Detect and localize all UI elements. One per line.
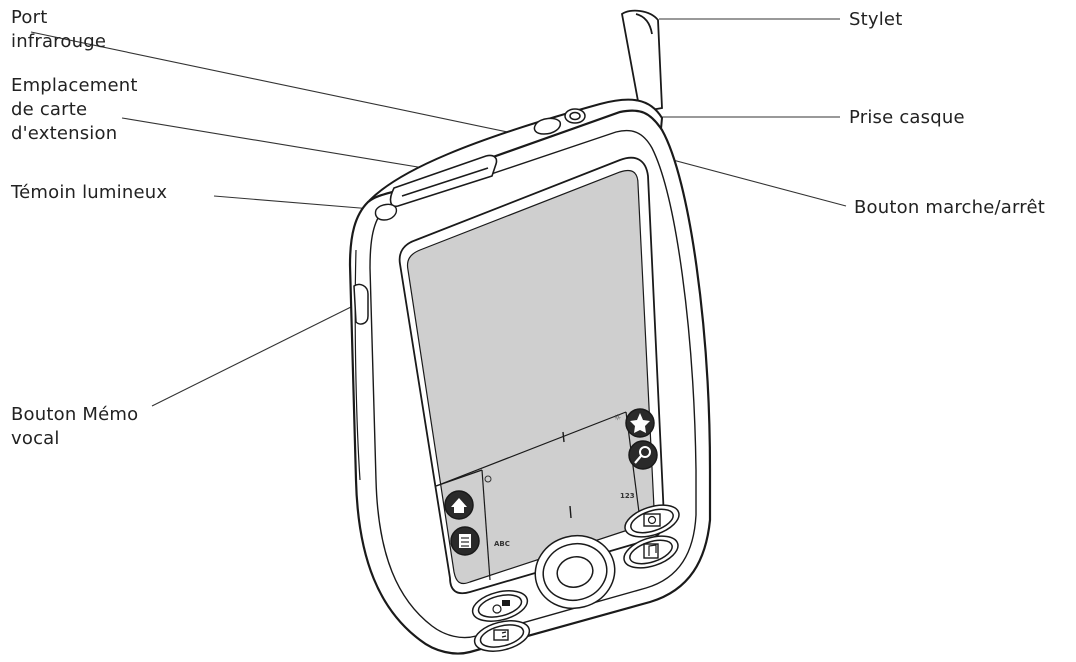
power-button-shape [533,117,562,135]
calendar-button-shape [471,590,529,622]
home-icon [444,490,474,520]
label-line: de carte [11,99,88,120]
indicator-light [374,203,398,221]
menu-icon [450,526,480,556]
graffiti-123-label: 123 [620,492,635,500]
label-line: d'extension [11,123,118,144]
silk-buttons [444,408,658,556]
label-line: infrarouge [11,31,107,52]
label-line: Bouton marche/arrêt [854,197,1046,218]
label-stylet: Stylet [849,8,902,32]
leader-port-infrarouge [30,31,513,134]
favorites-star-icon [625,408,655,438]
label-bouton-memo-vocal: Bouton Mémo vocal [11,403,138,451]
stylus [621,9,663,114]
voice-memo-button-shape [353,283,369,325]
card-slot [389,154,498,208]
label-bouton-marche-arret: Bouton marche/arrêt [854,196,1045,220]
label-line: Port [11,7,48,28]
label-line: vocal [11,428,60,449]
label-line: Bouton Mémo [11,404,139,425]
music-button-shape [623,535,679,569]
leader-emplacement-carte [121,117,437,171]
screen: ☼ ABC 123 [398,156,665,595]
label-emplacement-carte: Emplacement de carte d'extension [11,74,138,146]
five-way-navigator-shape [534,534,616,610]
contacts-button-shape [473,620,531,652]
brightness-icon: ☼ [614,413,621,422]
label-line: Emplacement [11,75,138,96]
leader-temoin-lumineux [213,195,373,210]
leader-memo-vocal [151,304,356,407]
hardware-buttons [471,504,680,652]
label-line: Stylet [849,9,903,30]
graffiti-abc-label: ABC [494,540,510,548]
find-magnifier-icon [628,440,658,470]
label-line: Témoin lumineux [11,182,168,203]
label-port-infrarouge: Port infrarouge [11,6,106,54]
label-line: Prise casque [849,107,965,128]
camera-button-shape [624,504,680,538]
label-temoin-lumineux: Témoin lumineux [11,181,167,205]
top-controls [533,108,586,135]
label-prise-casque: Prise casque [849,106,965,130]
